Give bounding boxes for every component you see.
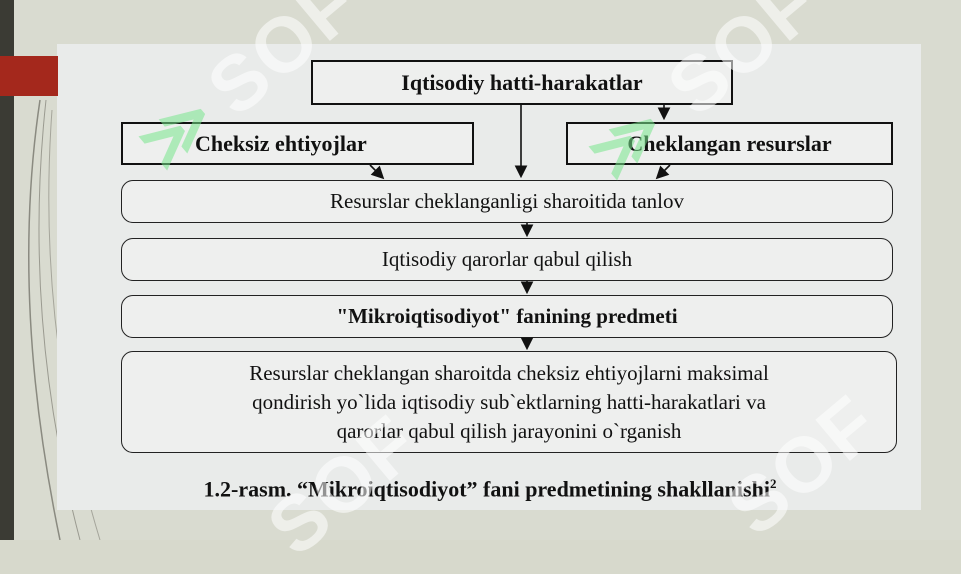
top-box: Iqtisodiy hatti-harakatlar [311, 60, 733, 105]
step4-box: Resurslar cheklangan sharoitda cheksiz e… [121, 351, 897, 453]
step3-box: "Mikroiqtisodiyot" fanining predmeti [121, 295, 893, 338]
step1-box: Resurslar cheklanganligi sharoitida tanl… [121, 180, 893, 223]
left-box: Cheksiz ehtiyojlar [121, 122, 474, 165]
left-box-label: Cheksiz ehtiyojlar [195, 130, 367, 156]
step2-label: Iqtisodiy qarorlar qabul qilish [381, 247, 633, 271]
step2-box: Iqtisodiy qarorlar qabul qilish [121, 238, 893, 281]
red-accent-tab [0, 56, 58, 96]
step3-label: "Mikroiqtisodiyot" fanining predmeti [336, 304, 678, 328]
step4-line-2: qondirish yo`lida iqtisodiy sub`ektlarni… [252, 389, 766, 414]
left-accent-bar [0, 0, 14, 540]
right-box-label: Cheklangan resurslar [627, 130, 832, 156]
step1-label: Resurslar cheklanganligi sharoitida tanl… [330, 189, 684, 213]
caption-footnote: 2 [769, 476, 777, 491]
arrow-left [369, 164, 385, 180]
right-box: Cheklangan resurslar [566, 122, 893, 165]
figure-caption: 1.2-rasm. “Mikroiqtisodiyot” fani predme… [90, 476, 890, 502]
top-box-label: Iqtisodiy hatti-harakatlar [401, 69, 643, 95]
flow-arrows [369, 105, 671, 351]
step4-line-1: Resurslar cheklangan sharoitda cheksiz e… [249, 360, 769, 385]
step4-line-3: qarorlar qabul qilish jarayonini o`rgani… [336, 418, 682, 443]
caption-text: 1.2-rasm. “Mikroiqtisodiyot” fani predme… [203, 476, 770, 502]
arrow-right [655, 164, 671, 180]
